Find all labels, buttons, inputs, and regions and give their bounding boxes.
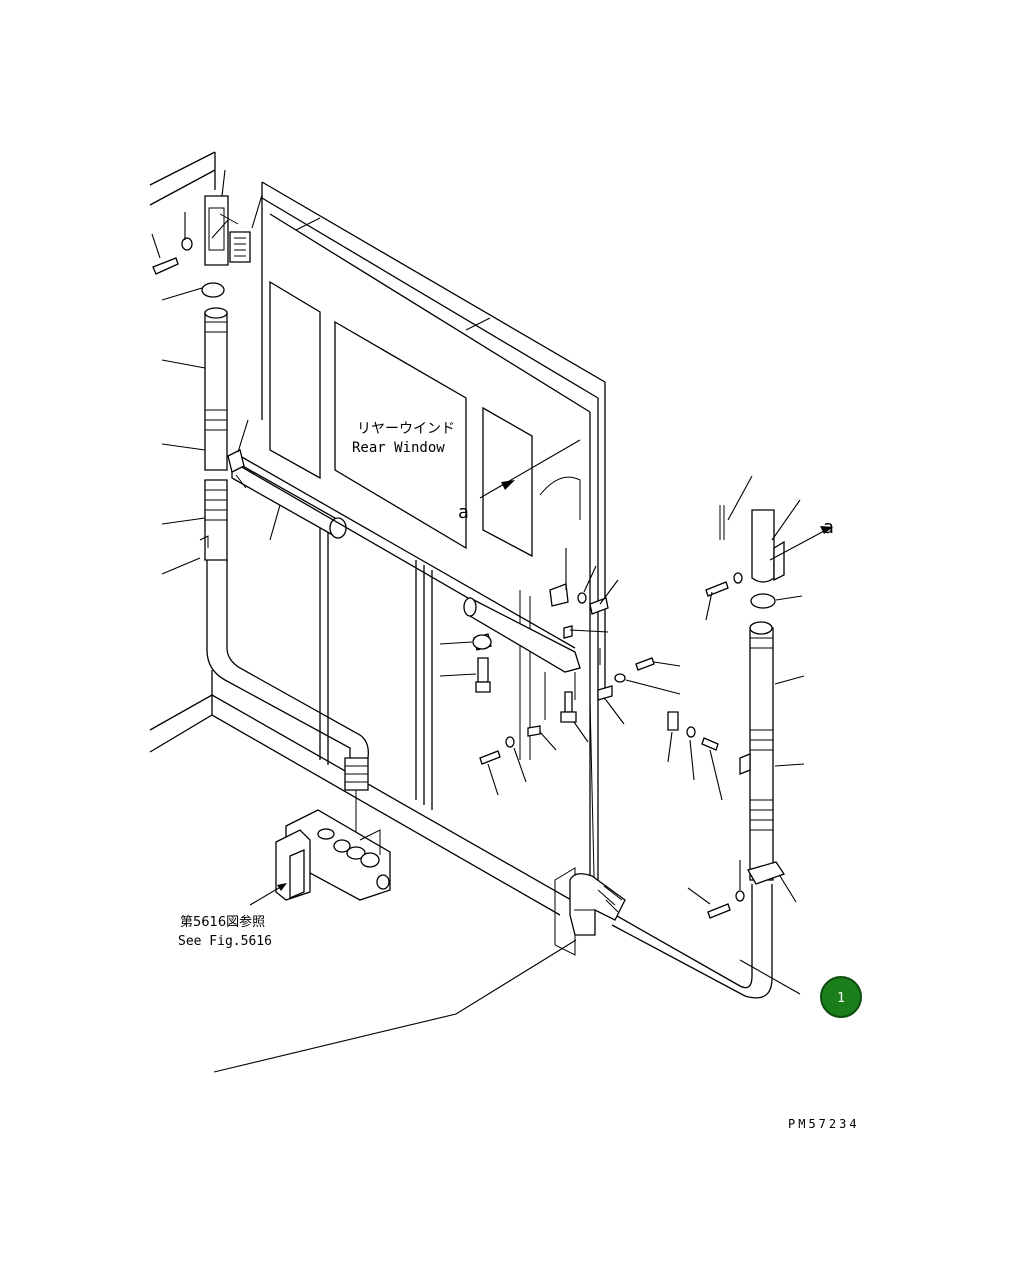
callout-number: 1 — [837, 991, 845, 1006]
view-marker-a: a a — [458, 439, 834, 561]
rear-window-label: リヤーウインド Rear Window — [352, 421, 455, 456]
hardware-parts — [472, 583, 719, 921]
rear-window-label-jp: リヤーウインド — [357, 421, 455, 437]
rear-window-label-en: Rear Window — [352, 440, 445, 456]
heater-unit: 第5616図参照 See Fig.5616 — [178, 809, 391, 949]
right-hose-assembly — [569, 505, 786, 999]
marker-a-right: a — [823, 517, 834, 538]
marker-a-left: a — [458, 502, 469, 523]
drawing-code: PM57234 — [788, 1117, 860, 1131]
see-fig-label-jp: 第5616図参照 — [180, 914, 265, 930]
see-fig-label-en: See Fig.5616 — [178, 934, 272, 949]
callout-circle[interactable] — [820, 976, 862, 1018]
leader-lines — [151, 169, 805, 1073]
horizontal-duct — [227, 449, 581, 673]
left-hose-assembly — [152, 195, 369, 850]
callout-badge-1[interactable]: 1 — [820, 976, 862, 1018]
